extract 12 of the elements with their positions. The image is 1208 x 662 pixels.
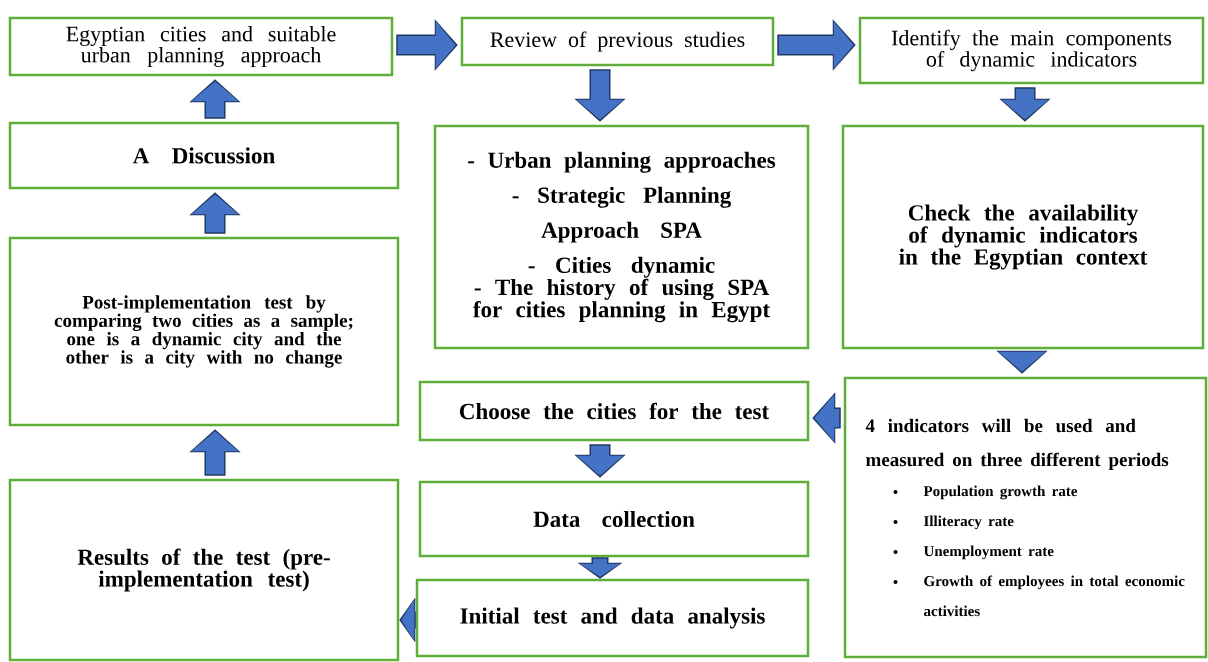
process-box: Results of the test (pre-implementation test)	[8, 478, 400, 662]
process-box: Choose the cities for the test	[418, 380, 810, 442]
process-box: Initial test and data analysis	[415, 578, 810, 658]
process-box: Egyptian cities and suitable urban planning approach	[8, 16, 394, 77]
process-box: Identify the main components of dynamic indicators	[858, 16, 1205, 85]
process-box: Check the availability of dynamic indicators in the Egyptian context	[841, 124, 1205, 350]
process-box: Post-implementation test by comparing two cities as a sample; one is a dynamic city and the other is a city with no change	[8, 236, 400, 427]
process-box: 4 indicators will be used and measured on three different periods Population growth rate Illiteracy rate Unemployment rate Growth of employees in total economic activities	[843, 376, 1208, 659]
process-box: Review of previous studies	[460, 16, 775, 67]
process-box: Data collection	[418, 480, 810, 558]
process-box: A Discussion	[8, 121, 400, 190]
process-box: - Urban planning approaches - Strategic Planning Approach SPA - Cities dynamic - The history of using SPA for cities planning in Egypt	[433, 124, 810, 350]
